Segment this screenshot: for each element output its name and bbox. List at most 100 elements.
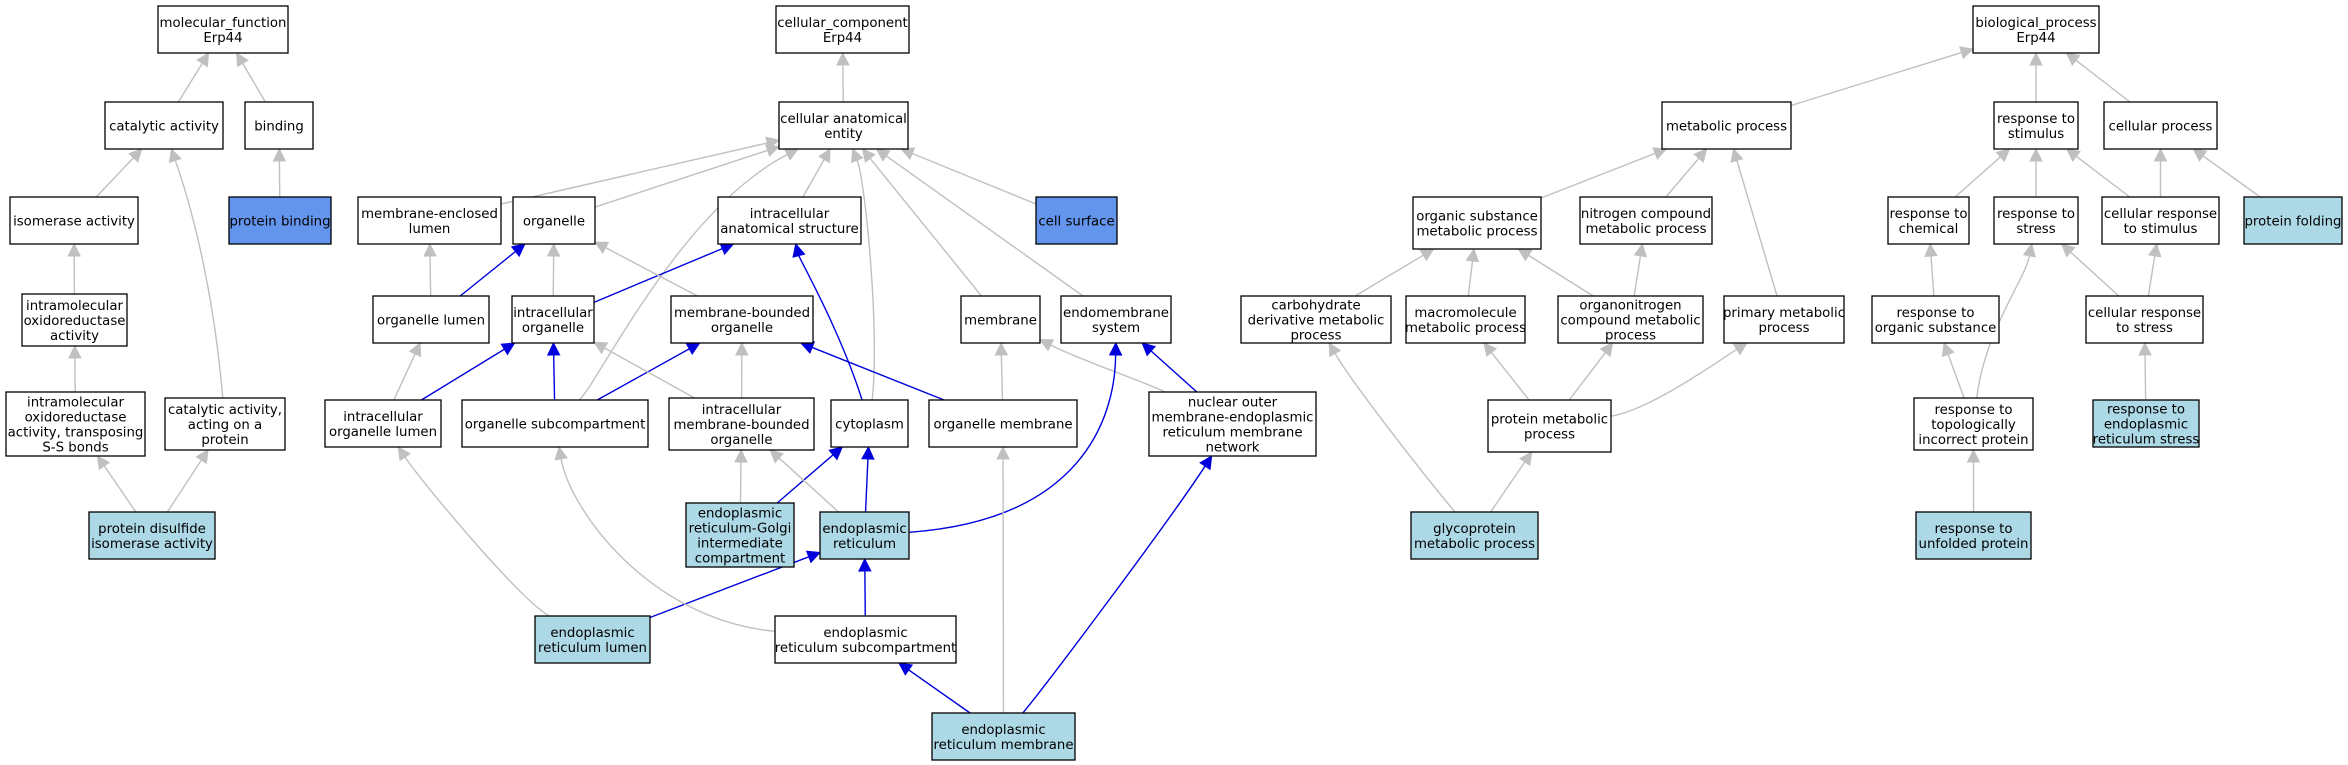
term-box — [21, 293, 128, 347]
term-box — [164, 397, 286, 451]
term-node-organelle[interactable]: organelle — [512, 196, 596, 245]
edge-arrowhead — [1924, 242, 1938, 257]
edge-arrowhead — [1419, 248, 1435, 262]
term-label-line: intramolecular — [27, 396, 124, 411]
term-box — [1993, 101, 2079, 150]
edge-arrowhead — [1599, 342, 1614, 358]
term-box — [928, 399, 1078, 448]
edge-arrowhead — [593, 341, 609, 355]
term-box — [778, 101, 909, 150]
term-node-cellproc[interactable]: cellular process — [2103, 101, 2218, 150]
term-node-cytoplasm[interactable]: cytoplasm — [830, 399, 909, 448]
term-label-line: system — [1092, 321, 1140, 336]
term-label-line: response to — [1997, 112, 2075, 127]
edge-arrowhead — [2192, 148, 2208, 162]
term-node-isomerase[interactable]: isomerase activity — [9, 196, 139, 245]
term-label-line: compound metabolic — [1560, 314, 1700, 329]
term-box — [1410, 511, 1539, 560]
term-node-nucouter[interactable]: nuclear outermembrane-endoplasmicreticul… — [1148, 391, 1317, 457]
term-label-line: catalytic activity — [109, 120, 219, 135]
edge-line — [500, 142, 768, 205]
edge-binding-to-mf — [236, 52, 266, 103]
term-node-binding[interactable]: binding — [244, 101, 314, 150]
edge-orgsub-to-mbo — [596, 342, 701, 401]
term-node-catalytic[interactable]: catalytic activity — [104, 101, 224, 150]
edge-line — [578, 153, 788, 401]
term-label-line: topologically — [1931, 418, 2016, 433]
edge-line — [1975, 255, 2031, 399]
edge-arrowhead — [2153, 147, 2168, 162]
term-label-line: intramolecular — [26, 299, 123, 314]
edge-arrowhead — [792, 242, 806, 258]
edge-imbo-to-intorg — [593, 341, 695, 399]
term-label-line: metabolic process — [1666, 120, 1787, 135]
term-node-ergic[interactable]: endoplasmicreticulum-Golgiintermediateco… — [685, 502, 795, 568]
edge-line — [1568, 352, 1606, 401]
term-label-line: cell surface — [1038, 215, 1114, 230]
term-node-orgmem[interactable]: organelle membrane — [928, 399, 1078, 448]
edge-arrowhead — [96, 455, 111, 471]
edge-line — [1610, 348, 1738, 417]
term-node-cellsurf[interactable]: cell surface — [1035, 196, 1118, 245]
edge-protbind-to-binding — [272, 147, 287, 198]
edge-intramolss-to-intramol — [68, 344, 82, 393]
edge-arrowhead — [168, 147, 182, 163]
term-node-metab[interactable]: metabolic process — [1661, 101, 1792, 150]
edge-respchem-to-respstim — [1954, 148, 2011, 198]
term-node-orgsub[interactable]: organelle subcompartment — [461, 399, 649, 448]
term-node-protfold[interactable]: protein folding — [2243, 196, 2343, 245]
edge-arrowhead — [875, 148, 891, 162]
term-node-membrane[interactable]: membrane — [960, 295, 1041, 344]
edge-orgsub-to-cae — [578, 148, 800, 401]
term-node-protbind[interactable]: protein binding — [228, 196, 332, 245]
term-box — [1035, 196, 1118, 245]
term-label-line: isomerase activity — [13, 215, 135, 230]
edge-arrowhead — [554, 445, 568, 461]
term-label-line: reticulum-Golgi — [689, 522, 792, 537]
term-label-line: organelle — [523, 215, 585, 230]
edge-organelle-to-cae — [594, 144, 781, 208]
edge-nitro-to-metab — [1665, 148, 1708, 198]
edge-ergic-to-cytoplasm — [776, 446, 844, 504]
edge-cellsurf-to-cae — [900, 147, 1037, 205]
term-node-orglumen[interactable]: organelle lumen — [372, 295, 490, 344]
term-label-line: unfolded protein — [1919, 537, 2029, 552]
edge-respstress-to-respstim — [2029, 147, 2043, 197]
